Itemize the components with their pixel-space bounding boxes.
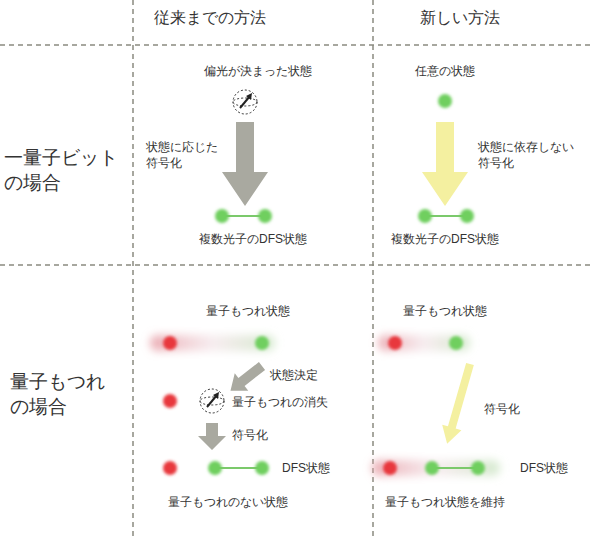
state-label: 量子もつれ状態を維持 [385,495,505,511]
state-label: 量子もつれのない状態 [168,495,288,511]
state-label: DFS状態 [282,461,330,477]
row-header: 量子もつれ の場合 [10,370,120,419]
state-label: 任意の状態 [415,64,475,80]
state-label: 偏光が決まった状態 [204,64,312,80]
state-label: 量子もつれ状態 [206,304,290,320]
arrow-label: 状態決定 [270,368,318,384]
row-header: 一量子ビット の場合 [4,146,129,195]
column-header: 新しい方法 [420,8,500,29]
state-label: 量子もつれの消失 [232,395,328,411]
encode-arrow [222,122,268,206]
encode-arrow [422,122,468,206]
state-label: DFS状態 [520,461,568,477]
arrow-label: 状態に応じた 符号化 [146,140,224,171]
state-label: 複数光子のDFS状態 [199,232,307,248]
state-label: 複数光子のDFS状態 [391,232,499,248]
arrow-label: 状態に依存しない 符号化 [478,140,582,171]
arrow-label: 符号化 [484,402,520,418]
state-label: 量子もつれ状態 [403,304,487,320]
column-header: 従来までの方法 [154,8,266,29]
arrow-label: 符号化 [232,428,268,444]
